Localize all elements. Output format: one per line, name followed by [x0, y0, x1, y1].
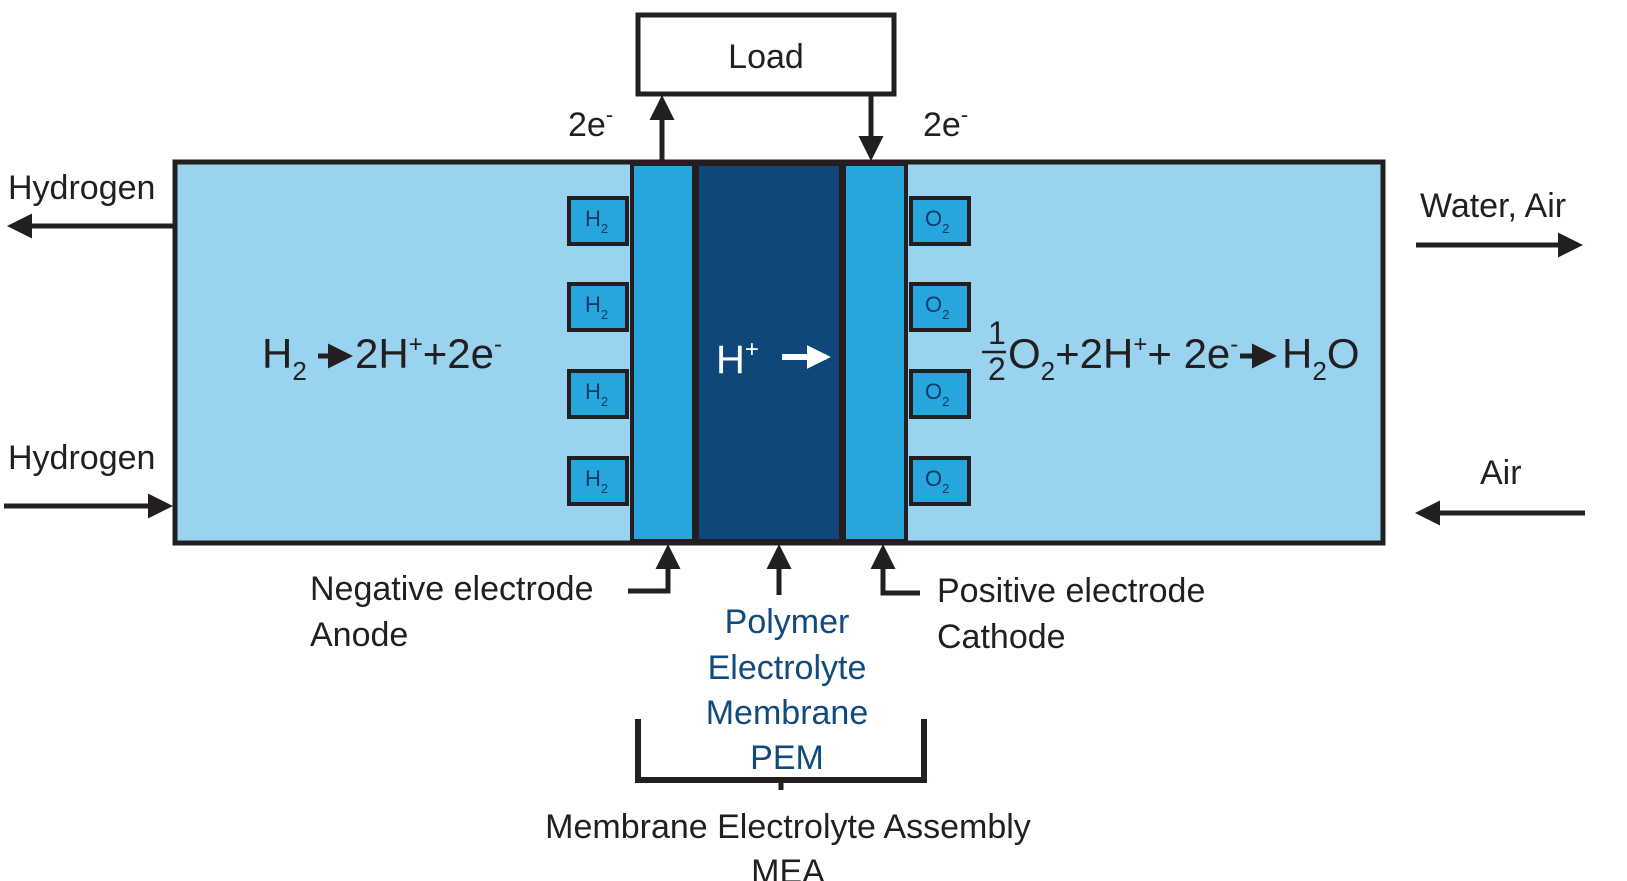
- svg-text:O2+2H++ 2e-: O2+2H++ 2e-: [1008, 330, 1238, 386]
- cathode-electrode: [842, 162, 908, 543]
- mea-label: Membrane Electrolyte Assembly: [545, 808, 1031, 846]
- h2-molecule: H2: [567, 196, 629, 246]
- anode-equation-lhs: H2: [262, 330, 307, 386]
- mea-abbreviation: MEA: [751, 853, 825, 881]
- pem-label-line2: Electrolyte: [708, 649, 867, 687]
- svg-text:O2: O2: [925, 466, 949, 496]
- h2-molecule: H2: [567, 369, 629, 419]
- h2-molecule: H2: [567, 456, 629, 506]
- hydrogen-outlet-label: Hydrogen: [8, 169, 155, 207]
- anode-callout-arrow: [628, 544, 681, 594]
- h2-molecule: H2: [567, 282, 629, 332]
- negative-electrode-label: Negative electrode: [310, 570, 594, 608]
- svg-text:O2: O2: [925, 379, 949, 409]
- electron-right-label: 2e-: [923, 102, 968, 144]
- anode-electrode: [630, 162, 696, 543]
- anode-label: Anode: [310, 616, 408, 654]
- o2-molecule: O2: [909, 196, 971, 246]
- svg-text:H2: H2: [585, 466, 608, 496]
- cathode-label: Cathode: [937, 618, 1066, 656]
- load-box: [635, 12, 897, 97]
- svg-text:2: 2: [988, 351, 1006, 387]
- water-air-outlet-label: Water, Air: [1420, 187, 1566, 225]
- o2-molecule: O2: [909, 282, 971, 332]
- load-label: Load: [728, 38, 804, 76]
- pem-ion-label: H+: [716, 336, 759, 382]
- cathode-equation: 1 2 O2+2H++ 2e- H2O: [982, 315, 1359, 387]
- air-inlet-label: Air: [1480, 454, 1522, 492]
- svg-text:1: 1: [988, 315, 1006, 351]
- electron-left-label: 2e-: [568, 102, 613, 144]
- svg-text:O2: O2: [925, 206, 949, 236]
- pem-label-line3: Membrane: [706, 694, 869, 732]
- svg-text:H2O: H2O: [1282, 330, 1359, 386]
- o2-molecule: O2: [909, 369, 971, 419]
- svg-text:O2: O2: [925, 292, 949, 322]
- pem-label-line1: Polymer: [725, 603, 850, 641]
- svg-text:H2: H2: [585, 292, 608, 322]
- o2-molecule: O2: [909, 456, 971, 506]
- svg-text:H2: H2: [585, 206, 608, 236]
- hydrogen-inlet-label: Hydrogen: [8, 439, 155, 477]
- svg-text:H2: H2: [585, 379, 608, 409]
- pem-label-line4: PEM: [750, 739, 824, 777]
- cathode-callout-arrow: [870, 544, 920, 596]
- anode-equation-rhs: 2H++2e-: [355, 330, 502, 377]
- positive-electrode-label: Positive electrode: [937, 572, 1205, 610]
